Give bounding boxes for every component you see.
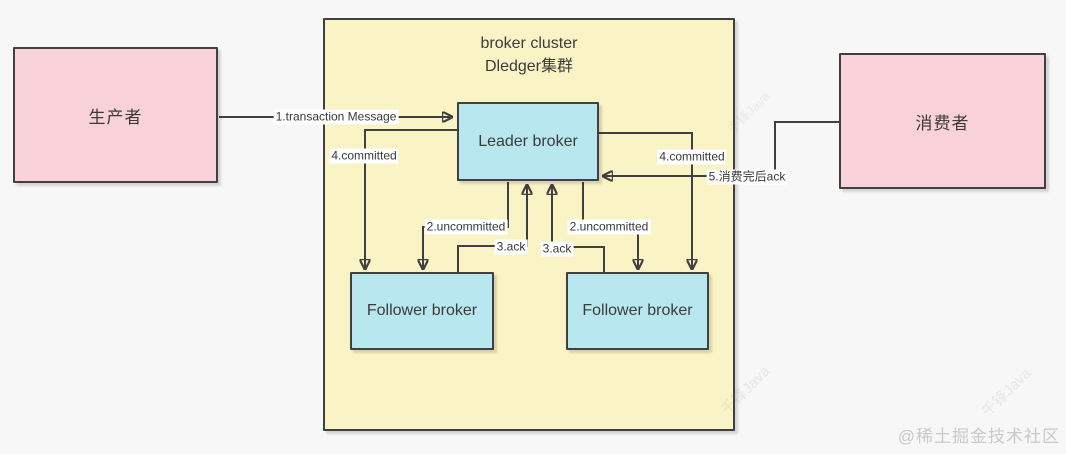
edge-label-ack-right: 3.ack — [540, 241, 574, 257]
broker-cluster-container: broker cluster Dledger集群 — [323, 18, 735, 431]
edge-label-committed-right: 4.committed — [657, 149, 727, 165]
follower-broker-right-label: Follower broker — [582, 302, 693, 319]
diagonal-watermark: 千锋Java — [978, 364, 1035, 421]
cluster-title-line1: broker cluster — [480, 35, 578, 52]
producer-node: 生产者 — [13, 47, 218, 183]
cluster-title: broker cluster Dledger集群 — [325, 32, 733, 78]
producer-label: 生产者 — [88, 107, 143, 127]
consumer-label: 消费者 — [915, 113, 970, 133]
follower-broker-right-node: Follower broker — [566, 272, 709, 350]
consumer-node: 消费者 — [839, 53, 1046, 189]
edge-label-transaction: 1.transaction Message — [273, 109, 399, 125]
leader-broker-label: Leader broker — [478, 132, 578, 150]
edge-label-consumer-ack: 5.消费完后ack — [706, 169, 788, 185]
edge-label-uncommitted-right: 2.uncommitted — [567, 219, 651, 235]
edge-label-uncommitted-left: 2.uncommitted — [424, 219, 508, 235]
follower-broker-left-label: Follower broker — [366, 302, 478, 319]
edge-label-committed-left: 4.committed — [329, 148, 399, 164]
follower-broker-left-node: Follower broker — [350, 272, 494, 350]
community-watermark: @稀土掘金技术社区 — [897, 427, 1060, 446]
cluster-title-line2: Dledger集群 — [484, 58, 574, 76]
edge-label-ack-left: 3.ack — [494, 239, 528, 255]
leader-broker-node: Leader broker — [457, 102, 599, 181]
